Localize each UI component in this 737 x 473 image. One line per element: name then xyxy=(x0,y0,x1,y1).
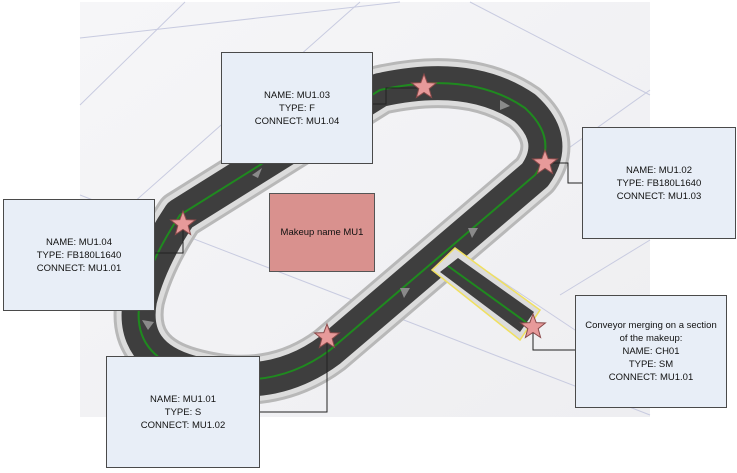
callout-connect: CONNECT: MU1.02 xyxy=(140,419,226,431)
callout-ch01: Conveyor merging on a section of the mak… xyxy=(575,295,727,408)
callout-connect: CONNECT: MU1.01 xyxy=(36,262,122,274)
callout-description: Conveyor merging on a section xyxy=(585,320,717,331)
callout-name: NAME: MU1.03 xyxy=(264,89,330,101)
callout-mu104: NAME: MU1.04 TYPE: FB180L1640 CONNECT: M… xyxy=(3,199,155,311)
star-marker-mu101 xyxy=(313,322,341,349)
callout-connect: CONNECT: MU1.03 xyxy=(616,190,702,202)
callout-mu103: NAME: MU1.03 TYPE: F CONNECT: MU1.04 xyxy=(221,52,373,164)
callout-type: TYPE: FB180L1640 xyxy=(616,177,702,189)
callout-type: TYPE: S xyxy=(164,406,202,418)
merge-track-line xyxy=(447,265,528,324)
callout-mu102: NAME: MU1.02 TYPE: FB180L1640 CONNECT: M… xyxy=(582,127,736,239)
makeup-name-box: Makeup name MU1 xyxy=(269,193,375,272)
callout-description-cont: of the makeup: xyxy=(619,333,683,344)
callout-type: TYPE: FB180L1640 xyxy=(36,249,122,261)
callout-name: NAME: MU1.02 xyxy=(626,164,692,176)
star-marker-mu103 xyxy=(410,72,438,99)
makeup-name-label: Makeup name MU1 xyxy=(280,227,364,238)
star-marker-ch01 xyxy=(519,312,547,339)
star-marker-mu104 xyxy=(169,209,197,236)
callout-type: TYPE: F xyxy=(279,102,315,114)
section-markers xyxy=(169,72,559,349)
callout-connect: CONNECT: MU1.01 xyxy=(608,372,694,383)
callout-mu101: NAME: MU1.01 TYPE: S CONNECT: MU1.02 xyxy=(106,356,260,468)
callout-name: NAME: MU1.01 xyxy=(150,393,216,405)
leader-lines xyxy=(155,87,583,413)
star-marker-mu102 xyxy=(531,148,559,175)
callout-connect: CONNECT: MU1.04 xyxy=(254,115,340,127)
callout-type: TYPE: SM xyxy=(628,359,674,370)
callout-name: NAME: MU1.04 xyxy=(46,236,112,248)
callout-name: NAME: CH01 xyxy=(622,346,680,357)
